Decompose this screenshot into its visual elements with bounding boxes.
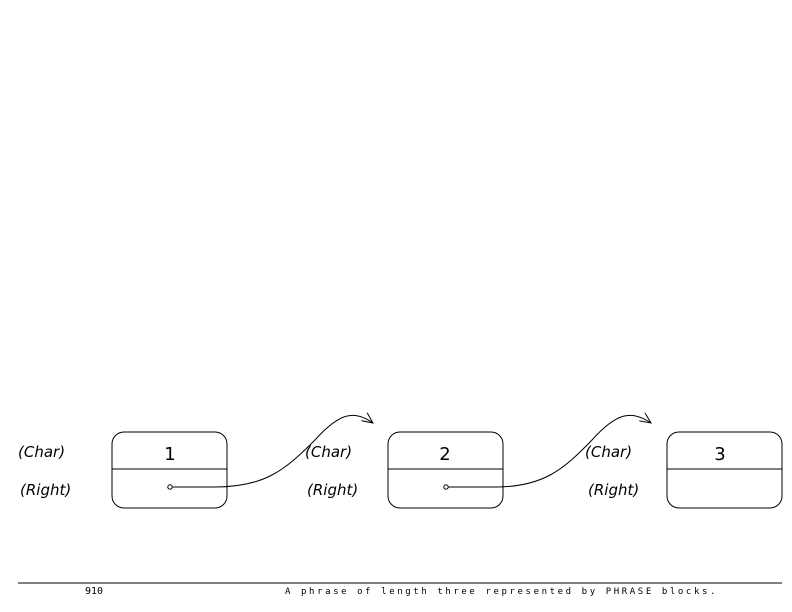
- block-outline: [387, 431, 504, 509]
- pointer-origin-dot: [443, 484, 449, 490]
- pointer-origin-dot: [167, 484, 173, 490]
- phrase-block-1: (Char) (Right) 1: [18, 415, 373, 509]
- char-value: 1: [164, 444, 175, 465]
- char-field-label: (Char): [305, 443, 352, 461]
- char-field-label: (Char): [585, 443, 632, 461]
- char-value: 3: [714, 444, 725, 465]
- char-value: 2: [439, 444, 450, 465]
- phrase-block-2: (Char) (Right) 2: [305, 415, 651, 509]
- block-outline: [666, 431, 783, 509]
- right-field-label: (Right): [588, 481, 639, 499]
- char-field-label: (Char): [18, 443, 65, 461]
- page-number: 910: [85, 586, 103, 597]
- right-field-label: (Right): [307, 481, 358, 499]
- right-pointer-arrow: [446, 415, 651, 488]
- block-outline: [111, 431, 228, 509]
- phrase-block-3: (Char) (Right) 3: [585, 431, 783, 509]
- figure-caption: A phrase of length three represented by …: [285, 587, 718, 597]
- right-field-label: (Right): [20, 481, 71, 499]
- right-pointer-arrow: [170, 415, 373, 488]
